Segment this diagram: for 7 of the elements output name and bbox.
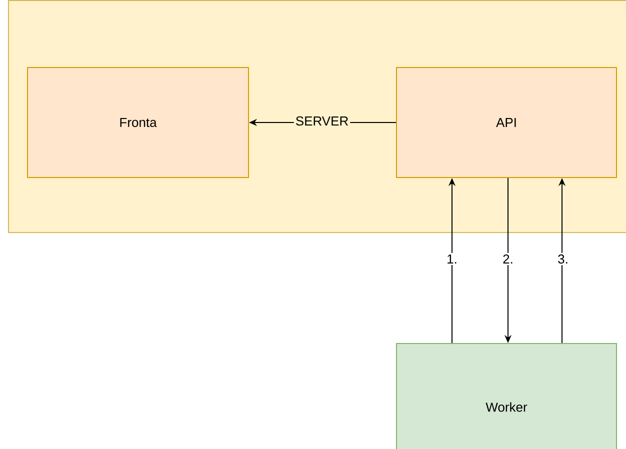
edge-label: SERVER [294, 114, 350, 128]
edge-label: 2. [501, 252, 515, 266]
process-box: Fronta [27, 67, 249, 178]
process-box: Worker [396, 343, 617, 449]
edge-label: 1. [445, 253, 459, 265]
process-box: API [396, 67, 617, 178]
edge-label: 3. [556, 252, 570, 266]
